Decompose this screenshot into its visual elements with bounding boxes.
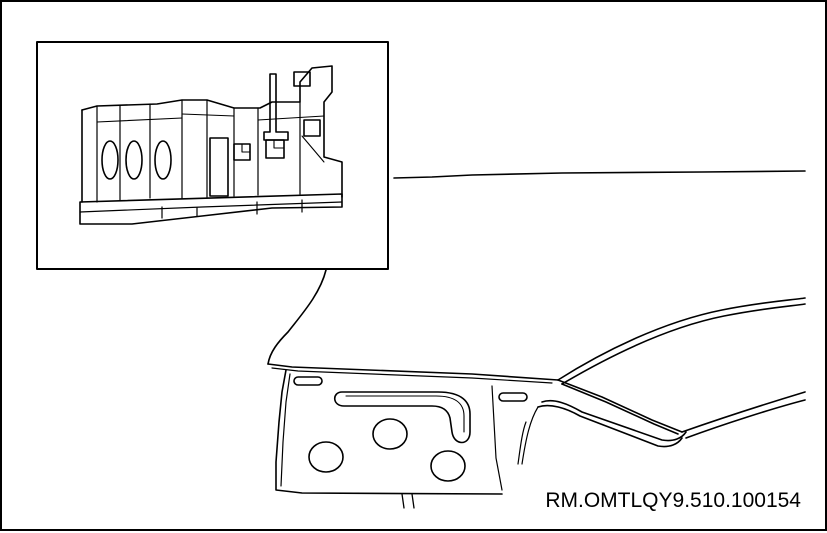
- inset-leader-line: [267, 269, 327, 365]
- inset-frame: [36, 41, 389, 270]
- figure-reference-code: RM.OMTLQY9.510.100154: [545, 489, 801, 512]
- engine-compartment-component-icon: [79, 65, 343, 225]
- hood-hinge-bracket-icon: [267, 297, 806, 509]
- hood-edge-line: [393, 170, 806, 179]
- inset-detail-view: [36, 41, 389, 270]
